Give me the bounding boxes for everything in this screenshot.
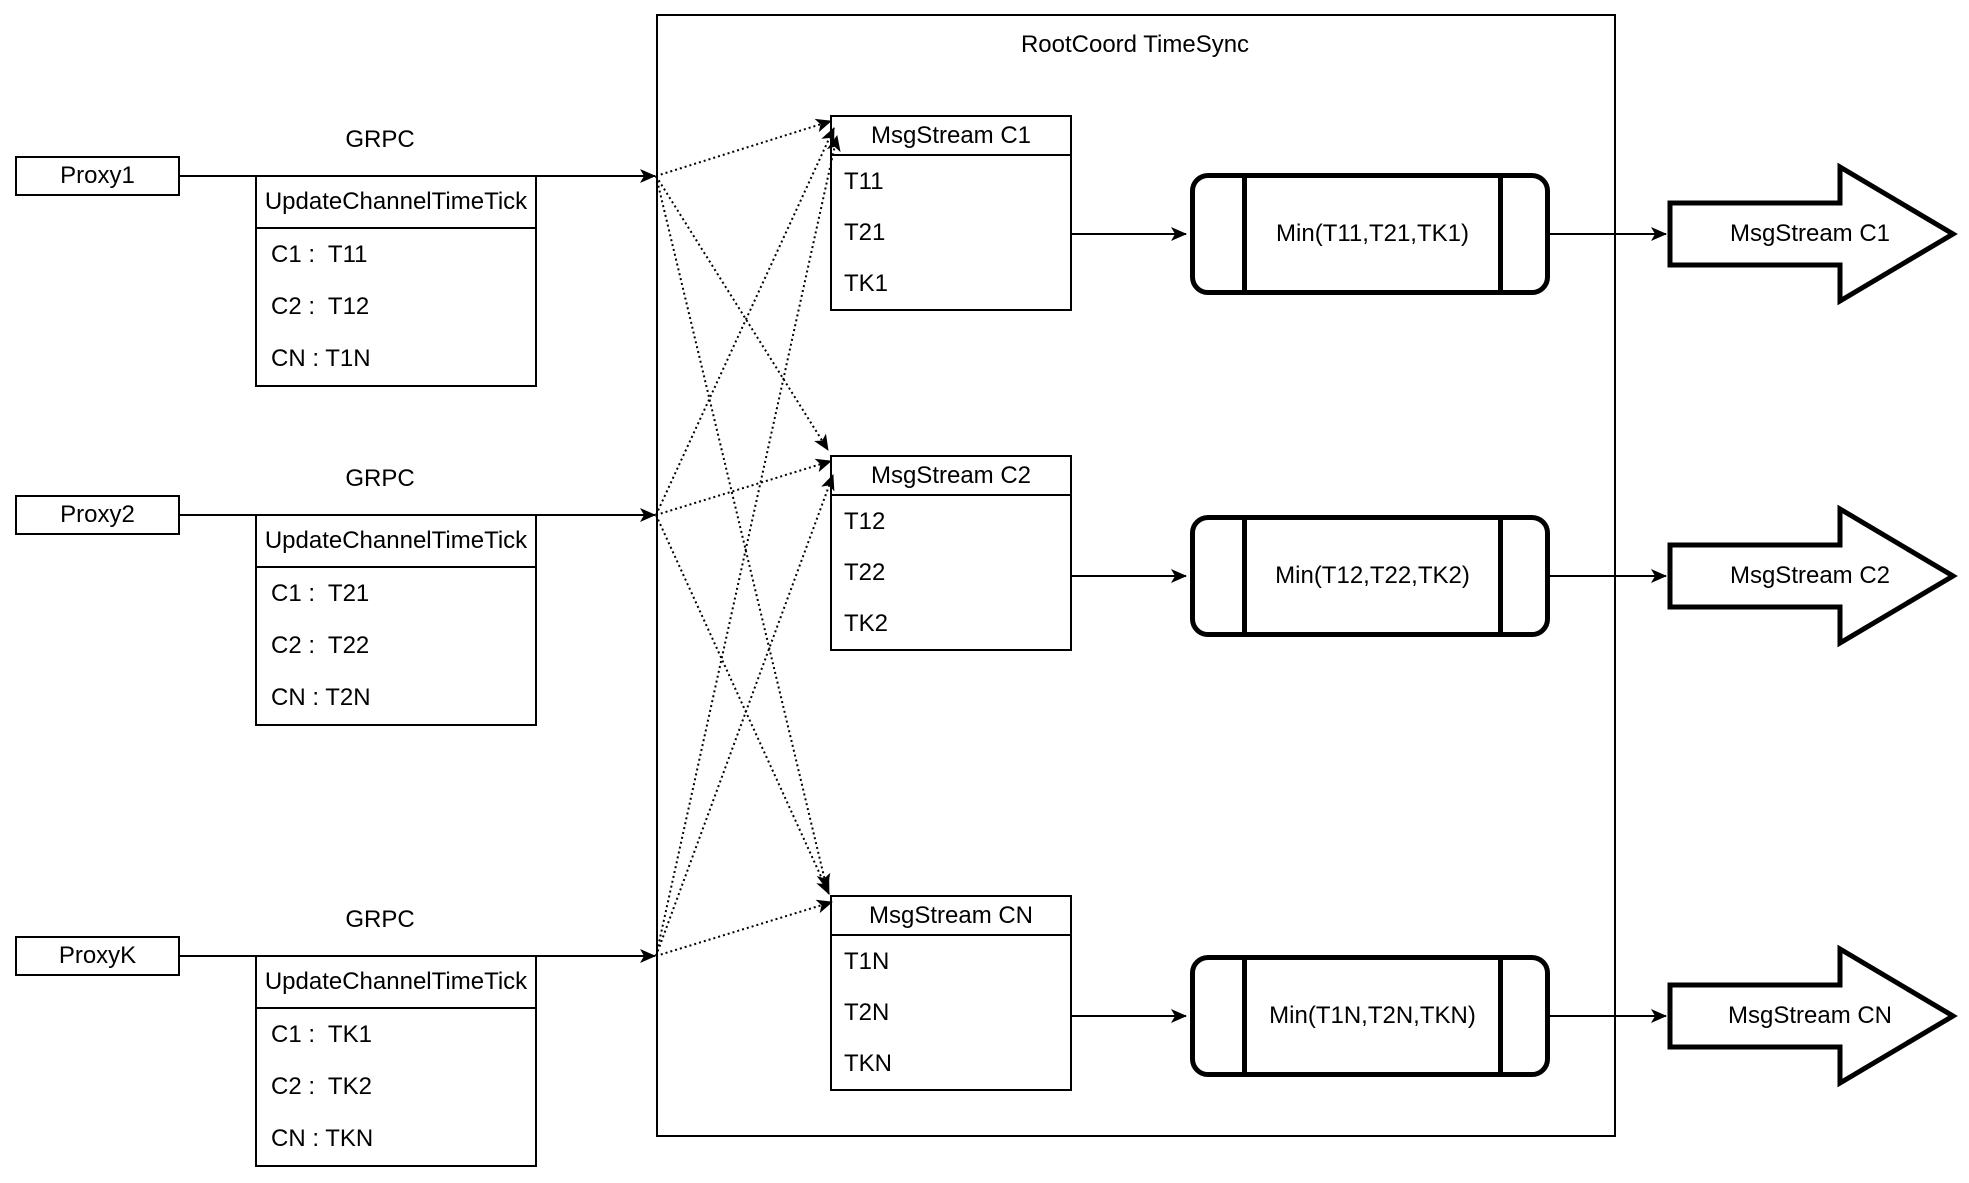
table-cell: C1 : T11	[271, 241, 368, 268]
table-header: MsgStream C2	[832, 457, 1070, 496]
min-node-cap	[1498, 178, 1503, 290]
table-cell: CN : TKN	[271, 1125, 374, 1152]
table-header: UpdateChannelTimeTick	[257, 957, 535, 1009]
min-node-label: Min(T12,T22,TK2)	[1275, 562, 1470, 589]
min-node-3: Min(T1N,T2N,TKN)	[1190, 955, 1550, 1077]
table-cell: CN : T2N	[271, 684, 371, 711]
table-header: UpdateChannelTimeTick	[257, 177, 535, 229]
table-cell: T22	[844, 559, 886, 586]
min-node-cap	[1242, 178, 1247, 290]
output-arrow-cn-label: MsgStream CN	[1727, 1002, 1893, 1029]
grpc-label-2: GRPC	[345, 465, 415, 492]
update-channel-timetick-table-1: UpdateChannelTimeTick C1 : T11 C2 : T12 …	[255, 175, 537, 387]
min-node-cap	[1242, 520, 1247, 632]
min-node-label: Min(T11,T21,TK1)	[1276, 220, 1469, 247]
table-cell: T1N	[844, 948, 890, 975]
table-cell: C2 : T12	[271, 293, 370, 320]
table-cell: TKN	[844, 1050, 892, 1077]
min-node-1: Min(T11,T21,TK1)	[1190, 173, 1550, 295]
update-channel-timetick-table-3: UpdateChannelTimeTick C1 : TK1 C2 : TK2 …	[255, 955, 537, 1167]
min-node-label: Min(T1N,T2N,TKN)	[1269, 1002, 1476, 1029]
table-cell: C1 : TK1	[271, 1021, 372, 1048]
output-arrow-c1-label: MsgStream C1	[1729, 220, 1891, 247]
table-cell: C2 : TK2	[271, 1073, 372, 1100]
msgstream-c2-table: MsgStream C2 T12 T22 TK2	[830, 455, 1072, 651]
min-node-cap	[1498, 520, 1503, 632]
table-cell: T2N	[844, 999, 890, 1026]
output-arrow-c2-label: MsgStream C2	[1729, 562, 1891, 589]
table-cell: CN : T1N	[271, 345, 371, 372]
table-header: MsgStream CN	[832, 897, 1070, 936]
min-node-cap	[1498, 960, 1503, 1072]
msgstream-c1-table: MsgStream C1 T11 T21 TK1	[830, 115, 1072, 311]
proxy-box-1: Proxy1	[15, 156, 180, 196]
table-cell: T21	[844, 219, 886, 246]
min-node-cap	[1242, 960, 1247, 1072]
proxy-box-3: ProxyK	[15, 936, 180, 976]
grpc-label-1: GRPC	[345, 126, 415, 153]
rootcoord-title: RootCoord TimeSync	[1020, 31, 1250, 58]
table-cell: T12	[844, 508, 886, 535]
msgstream-cn-table: MsgStream CN T1N T2N TKN	[830, 895, 1072, 1091]
proxy-box-2: Proxy2	[15, 495, 180, 535]
grpc-label-3: GRPC	[345, 906, 415, 933]
table-cell: C1 : T21	[271, 580, 370, 607]
min-node-2: Min(T12,T22,TK2)	[1190, 515, 1550, 637]
table-cell: C2 : T22	[271, 632, 370, 659]
table-header: UpdateChannelTimeTick	[257, 516, 535, 568]
update-channel-timetick-table-2: UpdateChannelTimeTick C1 : T21 C2 : T22 …	[255, 514, 537, 726]
table-cell: TK2	[844, 610, 889, 637]
table-header: MsgStream C1	[832, 117, 1070, 156]
table-cell: TK1	[844, 270, 889, 297]
table-cell: T11	[844, 168, 884, 195]
